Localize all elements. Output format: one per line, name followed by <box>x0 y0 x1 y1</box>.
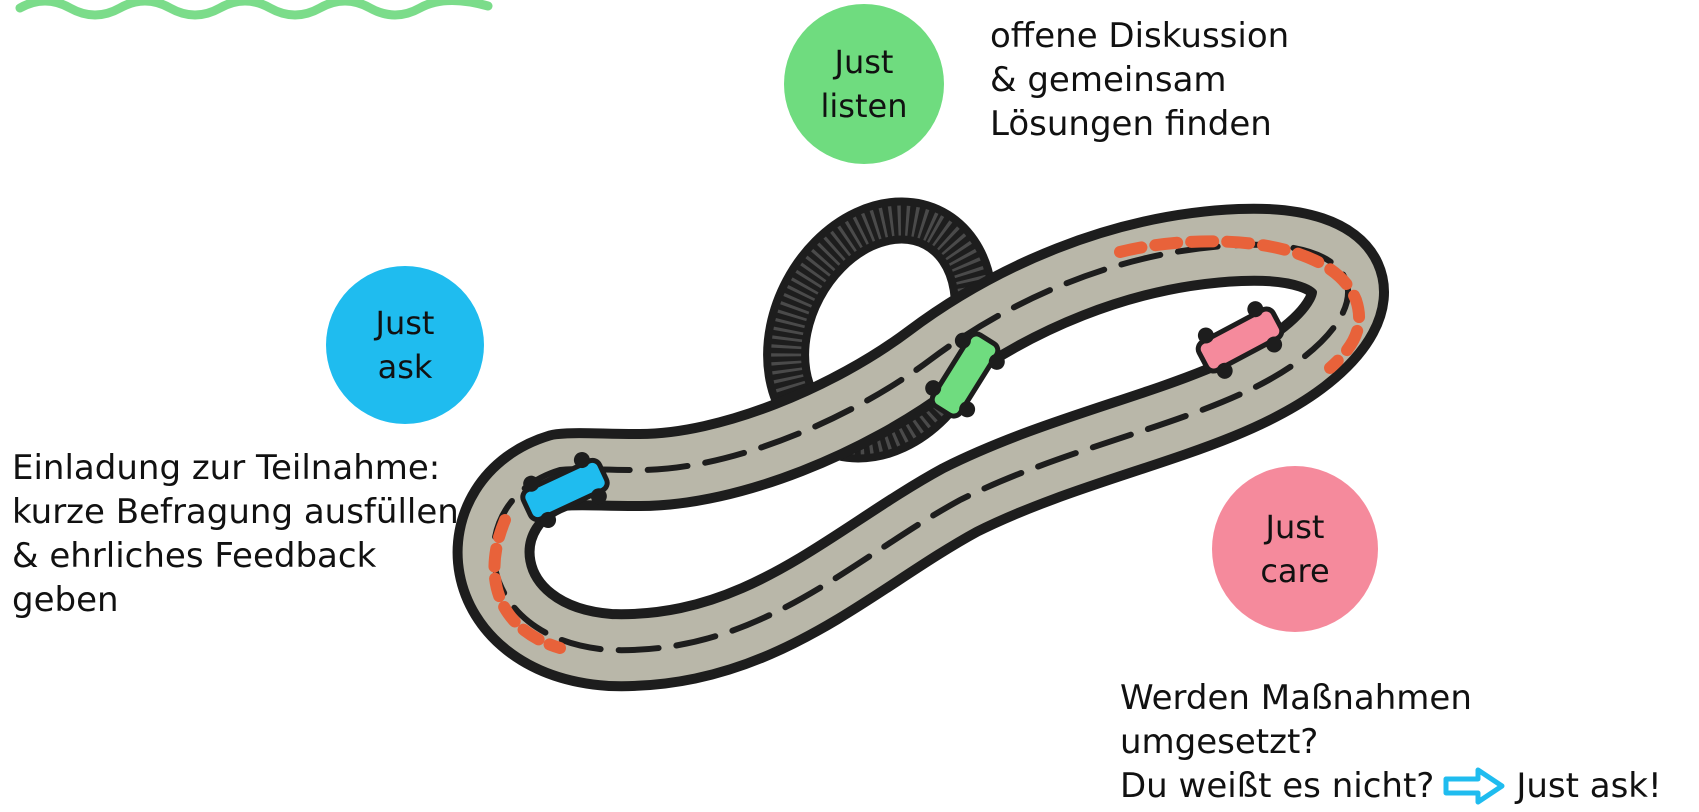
text-care-suffix: Just ask! <box>1516 766 1662 806</box>
circle-ask-line2: ask <box>377 348 433 386</box>
text-listen: offene Diskussion & gemeinsam Lösungen f… <box>990 14 1289 146</box>
circle-just-ask: Just ask <box>326 266 484 424</box>
text-ask: Einladung zur Teilnahme: kurze Befragung… <box>12 446 459 622</box>
text-ask-line: geben <box>12 580 119 620</box>
text-listen-line: Lösungen finden <box>990 104 1272 144</box>
circle-ask-line1: Just <box>375 304 435 342</box>
text-care: Werden Maßnahmen umgesetzt? Du weißt es … <box>1120 676 1662 808</box>
text-ask-line: Einladung zur Teilnahme: <box>12 448 441 488</box>
arrow-right-icon <box>1443 767 1505 805</box>
circle-care-line1: Just <box>1265 508 1325 546</box>
text-care-line: Werden Maßnahmen <box>1120 678 1472 718</box>
circle-listen-line1: Just <box>834 43 894 81</box>
circle-just-listen: Just listen <box>784 4 944 164</box>
text-care-prefix: Du weißt es nicht? <box>1120 766 1435 806</box>
circle-just-care: Just care <box>1212 466 1378 632</box>
track-body <box>452 203 1389 692</box>
text-listen-line: offene Diskussion <box>990 16 1290 56</box>
text-care-line: umgesetzt? <box>1120 722 1319 762</box>
circle-care-line2: care <box>1260 552 1330 590</box>
car-blue-icon <box>520 452 610 528</box>
text-listen-line: & gemeinsam <box>990 60 1227 100</box>
car-pink-icon <box>1195 301 1285 379</box>
text-ask-line: & ehrliches Feedback <box>12 536 377 576</box>
car-green-icon <box>925 331 1005 419</box>
text-care-last-line: Du weißt es nicht? Just ask! <box>1120 764 1662 808</box>
circle-listen-line2: listen <box>820 87 908 125</box>
text-ask-line: kurze Befragung ausfüllen <box>12 492 459 532</box>
